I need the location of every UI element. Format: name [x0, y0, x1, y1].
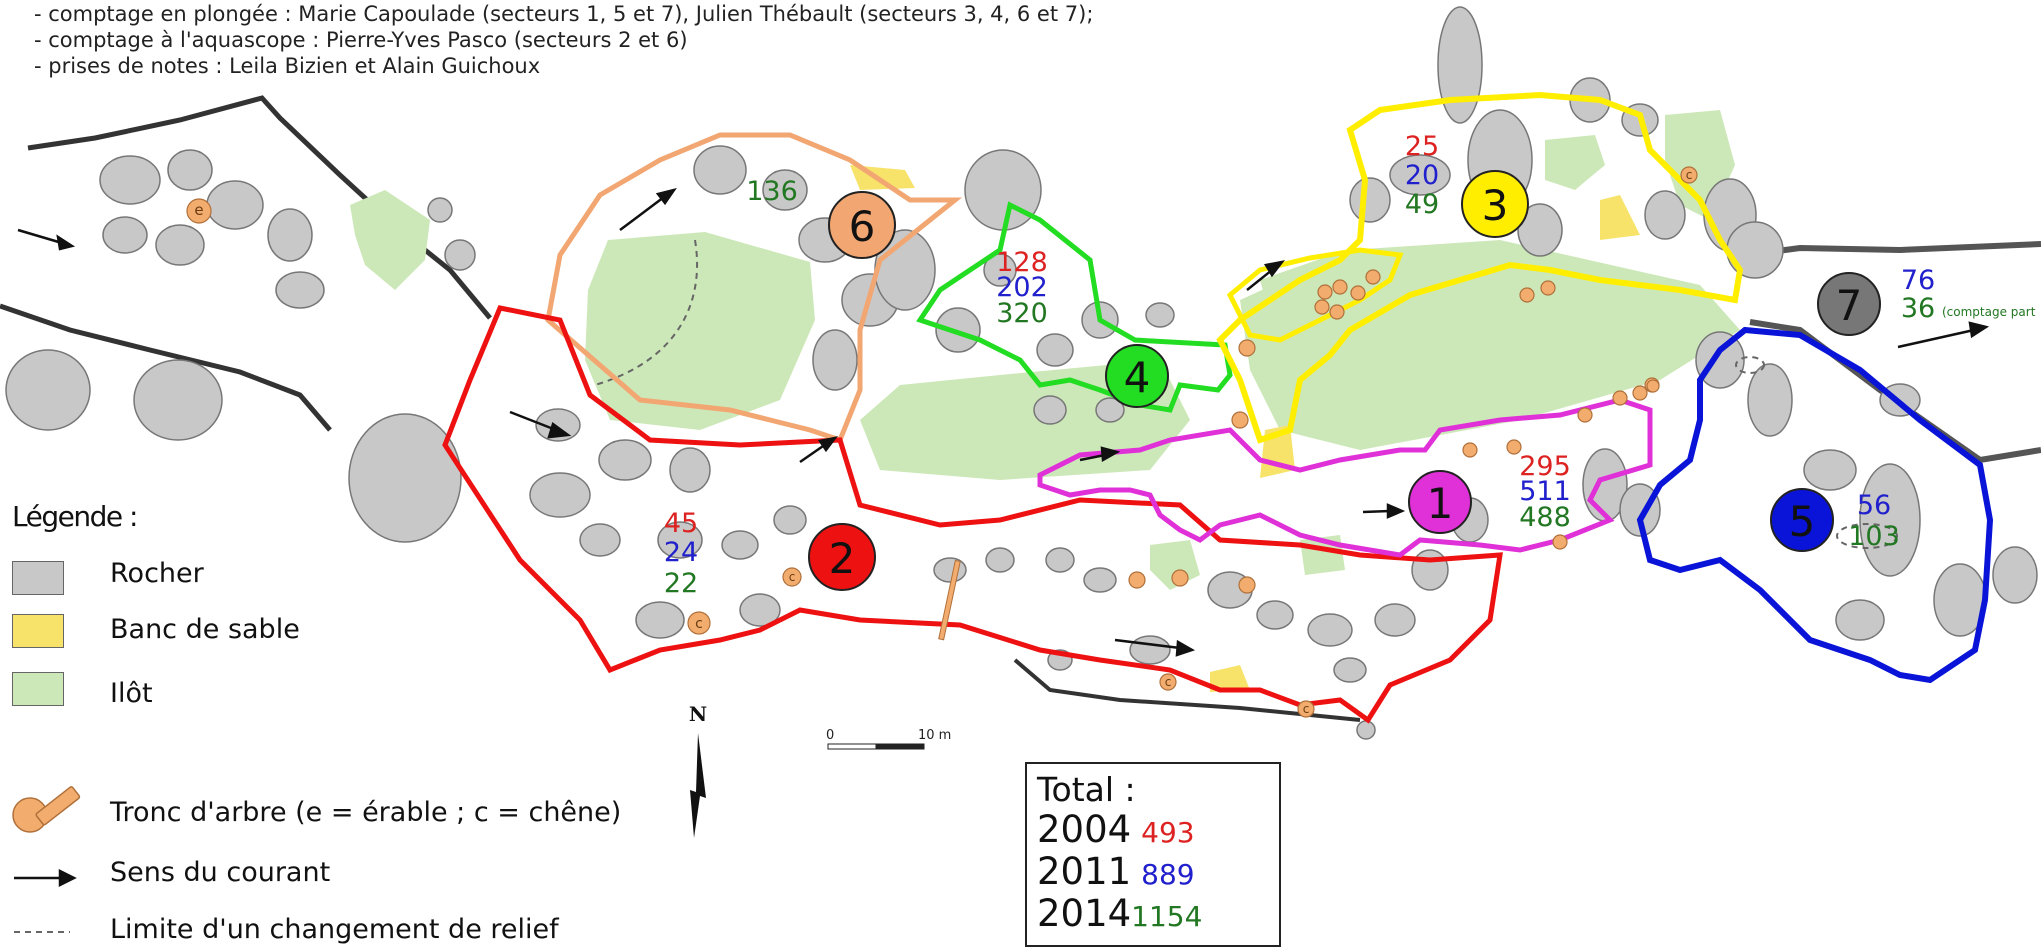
totals-year: 2014: [1037, 892, 1132, 935]
sector-2-count-2011: 24: [664, 537, 698, 568]
tree-trunk-icon: [12, 786, 81, 833]
trunk-letter-e: e: [194, 201, 203, 219]
sector-6-circle: [828, 191, 896, 259]
sector-7-note: (comptage part: [1942, 305, 2036, 319]
sector-7-circle: [1817, 272, 1881, 336]
totals-value-2014: 1154: [1131, 900, 1203, 933]
credit-line-notes: - prises de notes : Leila Bizien et Alai…: [34, 54, 541, 78]
totals-row-2011: 2011 889: [1037, 850, 1195, 893]
current-arrow-icon: [14, 868, 77, 888]
sector-1-circle: [1408, 470, 1472, 534]
sector-7-count-2011: 76: [1901, 265, 1935, 296]
trunk-letter-c: c: [1686, 168, 1693, 182]
sector-2-number: 2: [829, 534, 856, 583]
current-arrows: [17, 187, 1990, 657]
scale-end: 10 m: [918, 728, 951, 743]
sector-2-outline: [442, 305, 1503, 724]
sector-3-count-2011: 20: [1405, 160, 1439, 191]
rock-swatch: [12, 561, 64, 595]
totals-row-2004: 2004 493: [1037, 808, 1195, 851]
sector-1-number: 1: [1427, 479, 1454, 528]
sector-5-count-2014: 103: [1848, 521, 1900, 552]
sector-6-outline: [545, 132, 963, 444]
tree-trunks: [186, 166, 1698, 718]
sector-5-number: 5: [1789, 497, 1816, 546]
river-bank-east-north: [1747, 241, 2041, 258]
islet-swatch: [12, 672, 64, 706]
tree-trunk-letters: e c c c c c: [194, 168, 1692, 716]
legend-title: Légende :: [12, 500, 138, 533]
north-label: N: [689, 702, 707, 726]
sector-1-count-2011: 511: [1519, 476, 1571, 507]
totals-box: Total : 2004 493 2011 889 20141154: [1025, 762, 1281, 947]
trunk-letter-c: c: [1165, 675, 1172, 689]
sector-7-number: 7: [1836, 281, 1863, 330]
trunk-letter-c: c: [789, 570, 796, 584]
sector-7-count-2014: 36: [1901, 293, 1935, 324]
sector-1-outline: [1037, 397, 1653, 558]
sector-2-count-2014: 22: [664, 568, 698, 599]
sector-5-circle: [1770, 488, 1834, 552]
sector-3-count-2014: 49: [1405, 189, 1439, 220]
sector-1-count-2004: 295: [1519, 451, 1571, 482]
legend-label-rock: Rocher: [110, 558, 204, 589]
legend-label-relief: Limite d'un changement de relief: [110, 914, 559, 945]
river-bank-south: [0, 303, 332, 432]
sector-6-count-2014: 136: [746, 176, 798, 207]
scale-bar: 0 10 m: [826, 728, 951, 750]
north-arrow-icon: [690, 733, 706, 838]
credit-line-aquascope: - comptage à l'aquascope : Pierre-Yves P…: [34, 28, 688, 52]
sector-4-count-2011: 202: [996, 272, 1048, 303]
sector-4-number: 4: [1124, 353, 1151, 402]
totals-year: 2011: [1037, 850, 1132, 893]
sector-4-count-2004: 128: [996, 247, 1048, 278]
relief-boundaries: [594, 239, 1898, 549]
sector-5-outline: [1636, 326, 1994, 684]
legend-label-tree-trunk: Tronc d'arbre (e = érable ; c = chêne): [110, 797, 622, 828]
legend-label-islet: Ilôt: [110, 678, 153, 709]
scale-start: 0: [826, 728, 834, 743]
sector-2-circle: [808, 523, 876, 591]
sector-4-count-2014: 320: [996, 298, 1048, 329]
sector-counts: 295 511 488 45 24 22 25 20 49 128 202 32…: [664, 131, 1935, 599]
sector-2-count-2004: 45: [664, 508, 698, 539]
credit-line-diving: - comptage en plongée : Marie Capoulade …: [34, 2, 1094, 26]
sand-swatch: [12, 614, 64, 648]
sector-3-count-2004: 25: [1405, 131, 1439, 162]
sector-5-count-2011: 56: [1857, 490, 1891, 521]
tree-trunk-log: [938, 559, 961, 641]
sector-3-circle: [1461, 170, 1529, 238]
sector-6-number: 6: [849, 202, 876, 251]
sector-4-outline: [916, 201, 1233, 413]
legend-label-sand: Banc de sable: [110, 614, 300, 645]
totals-value-2011: 889: [1141, 858, 1195, 891]
sector-3-number: 3: [1482, 181, 1509, 230]
river-bank-south-mid: [1013, 658, 1361, 722]
legend-label-current: Sens du courant: [110, 857, 331, 888]
sector-1-count-2014: 488: [1519, 502, 1571, 533]
sector-numbers: 1 2 3 4 5 6 7: [829, 181, 1863, 583]
river-bank-north: [27, 95, 492, 320]
trunk-letter-c: c: [695, 616, 703, 632]
legend-symbols: [12, 786, 81, 933]
sector-circles: [808, 170, 1881, 591]
sector-4-circle: [1105, 344, 1169, 408]
sector-3-outline: [1216, 91, 1744, 444]
totals-title: Total :: [1037, 770, 1136, 809]
totals-value-2004: 493: [1141, 816, 1195, 849]
trunk-letter-c: c: [1303, 702, 1310, 716]
totals-row-2014: 20141154: [1037, 892, 1202, 935]
sector-3-inner-outline: [1226, 247, 1404, 343]
totals-year: 2004: [1037, 808, 1132, 851]
